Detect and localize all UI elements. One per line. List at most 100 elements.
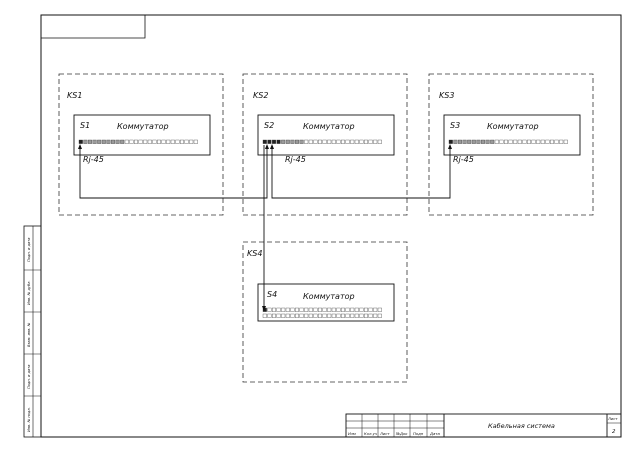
switch-s4: S4 Коммутатор <box>257 283 395 322</box>
port <box>272 307 276 312</box>
port <box>318 313 322 318</box>
switch-name: S1 <box>80 121 90 130</box>
port <box>267 307 272 312</box>
port <box>262 139 267 144</box>
drawing-frame <box>40 14 622 438</box>
port <box>536 139 541 144</box>
port <box>290 313 295 318</box>
port <box>115 139 120 144</box>
port <box>313 139 318 144</box>
port <box>527 139 531 144</box>
port <box>308 313 313 318</box>
port <box>143 139 148 144</box>
port <box>513 139 518 144</box>
port <box>281 307 286 312</box>
port <box>485 139 490 144</box>
port <box>467 139 472 144</box>
port <box>138 139 143 144</box>
port <box>308 139 313 144</box>
port <box>331 313 336 318</box>
port <box>184 139 189 144</box>
port <box>545 139 550 144</box>
cable-s1-s2 <box>79 145 268 199</box>
side-stamp-label: Подп. и дата <box>27 238 31 262</box>
port <box>101 139 106 144</box>
port <box>124 139 129 144</box>
port-row-lower <box>262 313 382 318</box>
switch-title: Коммутатор <box>303 292 355 301</box>
port <box>281 139 286 144</box>
top-stamp-box <box>41 15 146 39</box>
port <box>336 313 341 318</box>
port <box>354 139 359 144</box>
port <box>373 313 378 318</box>
port <box>304 313 309 318</box>
port <box>322 307 327 312</box>
port <box>345 139 350 144</box>
sheet-number: 2 <box>612 429 616 435</box>
port <box>345 313 350 318</box>
port <box>313 307 318 312</box>
port-row <box>78 139 198 144</box>
port-row <box>262 307 382 312</box>
port <box>350 313 355 318</box>
port <box>331 307 336 312</box>
port <box>354 313 359 318</box>
port <box>322 139 327 144</box>
port <box>559 139 564 144</box>
port <box>189 139 194 144</box>
port <box>322 313 327 318</box>
port <box>267 313 272 318</box>
switch-name: S2 <box>264 121 274 130</box>
port <box>267 139 272 144</box>
zone-ks4 <box>242 241 408 383</box>
side-stamp: Подп. и дата Инв. № дубл. Взам. инв. № П… <box>23 225 42 438</box>
switch-title: Коммутатор <box>117 122 169 131</box>
port <box>295 307 299 312</box>
port <box>285 307 290 312</box>
port <box>272 313 276 318</box>
port <box>83 139 88 144</box>
port <box>368 313 373 318</box>
zone-label-ks4: KS4 <box>247 249 262 258</box>
port <box>448 139 453 144</box>
port <box>166 139 171 144</box>
title-block-col: Изм <box>348 431 356 436</box>
port <box>494 139 499 144</box>
port <box>350 139 355 144</box>
zone-label-ks1: KS1 <box>67 91 82 100</box>
port <box>373 139 378 144</box>
title-block-col: Кол.уч <box>364 431 378 436</box>
zone-ks3 <box>428 73 594 216</box>
port <box>120 139 125 144</box>
port <box>111 139 115 144</box>
zone-ks2 <box>242 73 408 216</box>
port-label: Rj-45 <box>453 155 474 164</box>
port <box>364 307 368 312</box>
port <box>295 313 299 318</box>
port <box>336 139 341 144</box>
port <box>462 139 467 144</box>
port <box>78 139 83 144</box>
port <box>354 307 359 312</box>
port <box>359 307 364 312</box>
port <box>290 139 295 144</box>
port <box>364 313 368 318</box>
port <box>453 139 458 144</box>
side-stamp-label: Взам. инв. № <box>27 322 31 347</box>
drawing-description: Кабельная система <box>488 422 555 430</box>
switch-s2: S2 Коммутатор <box>257 114 395 156</box>
port <box>318 139 322 144</box>
port <box>508 139 513 144</box>
port <box>476 139 481 144</box>
port <box>327 139 332 144</box>
port <box>331 139 336 144</box>
port <box>341 139 345 144</box>
port <box>304 139 309 144</box>
port <box>92 139 97 144</box>
port <box>499 139 504 144</box>
port <box>161 139 166 144</box>
port <box>285 313 290 318</box>
switch-name: S4 <box>267 290 277 299</box>
